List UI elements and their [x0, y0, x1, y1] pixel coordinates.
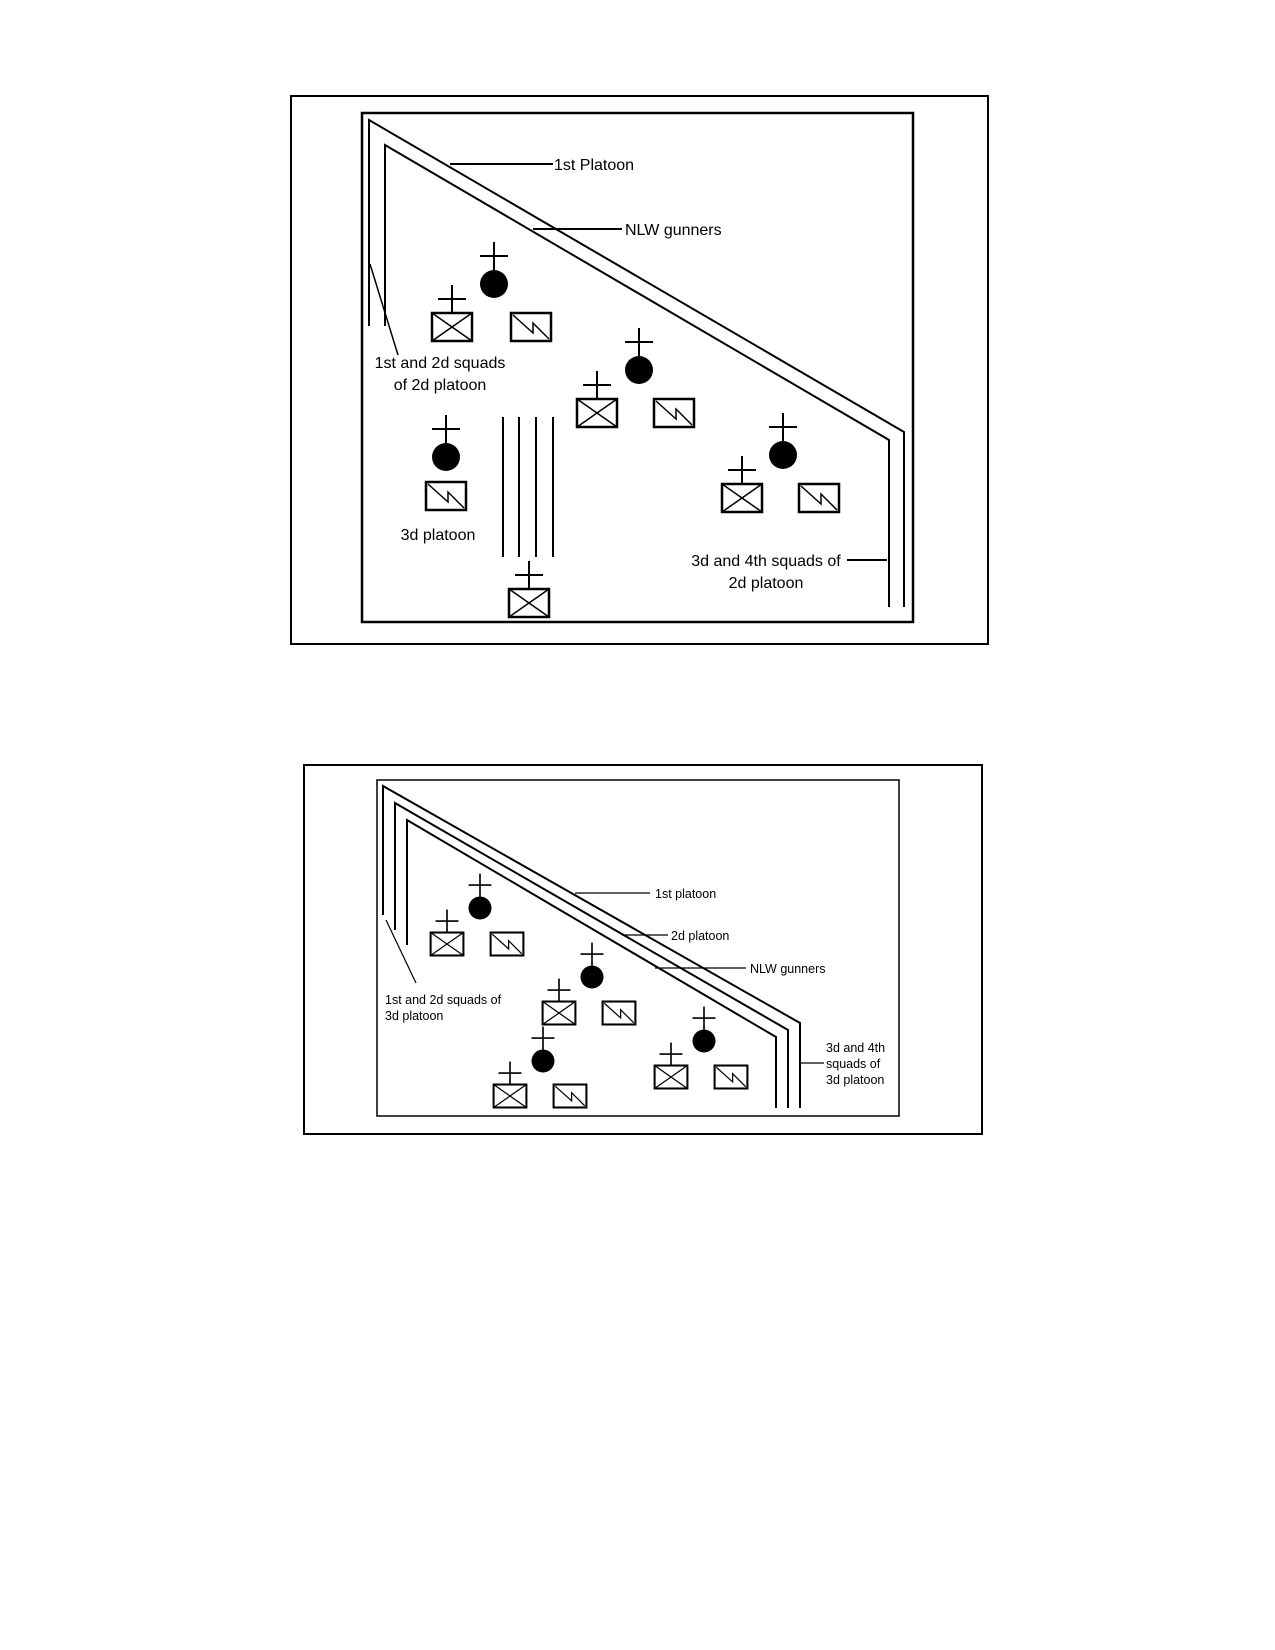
squads-12-label-line2: of 2d platoon — [394, 377, 487, 394]
squads-12-label-line1: 1st and 2d squads of — [385, 993, 502, 1007]
infantry-symbol — [653, 1041, 689, 1090]
nlw-gunners-line — [406, 818, 777, 1108]
squad-group-a — [429, 872, 525, 957]
squads-34-label-line1: 3d and 4th — [826, 1041, 885, 1055]
figure-1-platoon-formation: 1st Platoon NLW gunners 1st and 2d squad… — [290, 95, 989, 645]
third-platoon-column-lines — [502, 417, 554, 557]
leader-symbol — [768, 412, 798, 470]
squad-group-b — [541, 941, 637, 1026]
signal-symbol — [424, 480, 468, 512]
squads-34-label-line2: 2d platoon — [729, 575, 804, 592]
squads-34-label-line3: 3d platoon — [826, 1073, 884, 1087]
figure-2-platoon-formation: 1st platoon 2d platoon NLW gunners 1st a… — [303, 764, 983, 1135]
squad-group-c — [653, 1005, 749, 1090]
squads-12-label-line2: 3d platoon — [385, 1009, 443, 1023]
signal-symbol — [489, 931, 525, 957]
leader-symbol — [530, 1025, 556, 1074]
signal-symbol — [601, 1000, 637, 1026]
infantry-symbol — [429, 908, 465, 957]
signal-symbol — [652, 397, 696, 429]
signal-symbol — [509, 311, 553, 343]
leader-symbol — [579, 941, 605, 990]
second-platoon-label: 2d platoon — [671, 929, 729, 943]
squads-12-leader-line — [385, 919, 417, 984]
leader-symbol — [467, 872, 493, 921]
figure-2-outer-frame — [303, 764, 983, 1135]
squad-group-c — [720, 412, 841, 514]
infantry-symbol — [492, 1060, 528, 1109]
figure-1-inner-frame — [360, 111, 915, 624]
figure-2-inner-frame — [376, 779, 900, 1117]
nlw-gunners-line — [384, 143, 890, 607]
squad-group-a — [430, 241, 553, 343]
third-platoon-label: 3d platoon — [401, 527, 476, 544]
first-platoon-line — [368, 118, 905, 607]
squad-group-d — [492, 1025, 588, 1109]
third-platoon-group — [424, 414, 551, 619]
first-platoon-label: 1st Platoon — [554, 157, 634, 174]
leader-symbol — [431, 414, 461, 472]
infantry-symbol — [507, 559, 551, 619]
first-platoon-label: 1st platoon — [655, 887, 716, 901]
infantry-symbol — [575, 369, 619, 429]
squad-group-b — [575, 327, 696, 429]
squads-12-label-line1: 1st and 2d squads — [375, 355, 506, 372]
infantry-symbol — [541, 977, 577, 1026]
signal-symbol — [713, 1064, 749, 1090]
squads-12-leader-line — [369, 263, 399, 356]
nlw-gunners-label: NLW gunners — [750, 962, 826, 976]
infantry-symbol — [720, 454, 764, 514]
second-platoon-line — [394, 801, 789, 1108]
leader-symbol — [624, 327, 654, 385]
figure-1-outer-frame — [290, 95, 989, 645]
nlw-gunners-label: NLW gunners — [625, 222, 722, 239]
squads-34-label-line1: 3d and 4th squads of — [691, 553, 841, 570]
signal-symbol — [552, 1083, 588, 1109]
first-platoon-line — [382, 784, 801, 1108]
infantry-symbol — [430, 283, 474, 343]
squads-34-label-line2: squads of — [826, 1057, 881, 1071]
signal-symbol — [797, 482, 841, 514]
leader-symbol — [691, 1005, 717, 1054]
leader-symbol — [479, 241, 509, 299]
